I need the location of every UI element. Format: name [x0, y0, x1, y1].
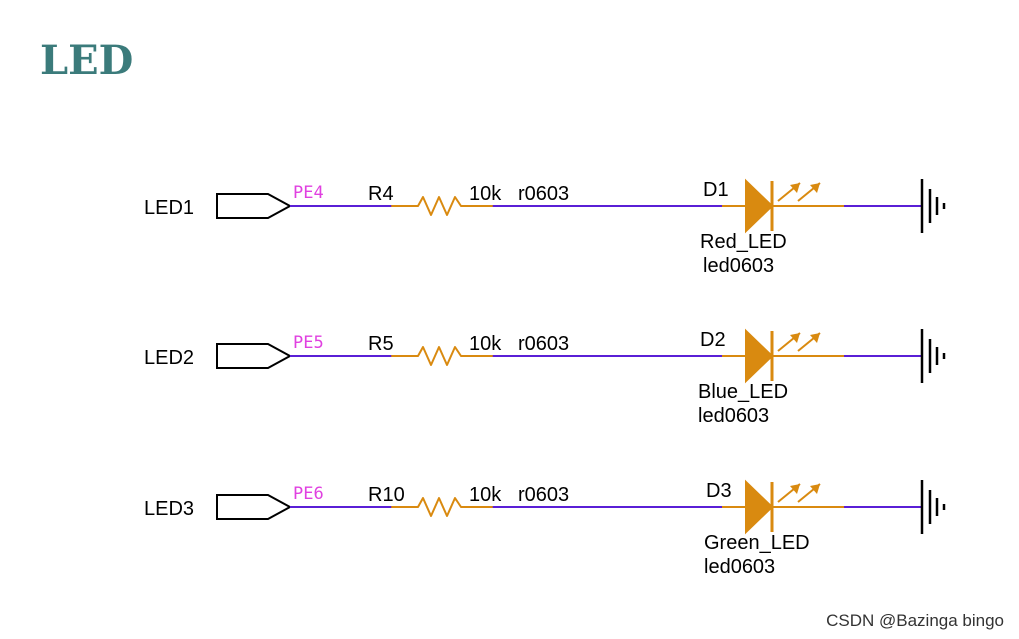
led-diode-symbol	[722, 328, 844, 384]
diode-value: Red_LED	[700, 231, 787, 253]
resistor-symbol	[391, 497, 493, 517]
diode-reference: D3	[706, 480, 732, 502]
ground-symbol	[920, 329, 946, 383]
resistor-value: 10k	[469, 183, 502, 205]
led-diode-symbol	[722, 479, 844, 535]
led-diode-symbol	[722, 178, 844, 234]
resistor-footprint: r0603	[518, 183, 569, 205]
net-port-label: LED3	[144, 498, 194, 520]
resistor-footprint: r0603	[518, 484, 569, 506]
port-connector	[216, 494, 293, 520]
watermark: CSDN @Bazinga bingo	[826, 611, 1004, 630]
page-title: LED	[40, 37, 133, 84]
diode-footprint: led0603	[698, 405, 769, 427]
resistor-reference: R4	[368, 183, 394, 205]
diode-value: Blue_LED	[698, 381, 788, 403]
diode-reference: D1	[703, 179, 729, 201]
resistor-footprint: r0603	[518, 333, 569, 355]
resistor-value: 10k	[469, 484, 502, 506]
diode-value: Green_LED	[704, 532, 810, 554]
resistor-value: 10k	[469, 333, 502, 355]
diode-footprint: led0603	[703, 255, 774, 277]
resistor-reference: R10	[368, 484, 405, 506]
pin-label: PE5	[293, 333, 324, 353]
resistor-symbol	[391, 196, 493, 216]
ground-symbol	[920, 480, 946, 534]
resistor-symbol	[391, 346, 493, 366]
diode-reference: D2	[700, 329, 726, 351]
port-connector	[216, 193, 293, 219]
pin-label: PE6	[293, 484, 324, 504]
net-port-label: LED1	[144, 197, 194, 219]
net-port-label: LED2	[144, 347, 194, 369]
port-connector	[216, 343, 293, 369]
diode-footprint: led0603	[704, 556, 775, 578]
ground-symbol	[920, 179, 946, 233]
pin-label: PE4	[293, 183, 324, 203]
resistor-reference: R5	[368, 333, 394, 355]
